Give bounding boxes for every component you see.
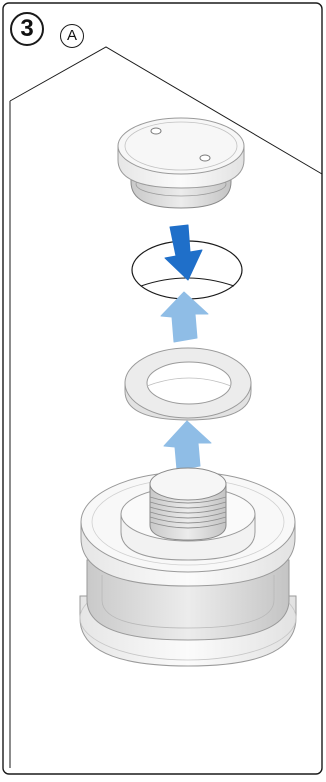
thread-lines [149, 496, 227, 529]
cap-part [117, 117, 245, 209]
cap-hole-2 [199, 154, 211, 162]
base-part [79, 467, 297, 667]
lift-arrow-up-upper [160, 291, 209, 343]
lift-arrow-up-lower [163, 420, 212, 471]
perspective-line-top [9, 46, 323, 175]
panel-frame [2, 2, 323, 775]
insert-arrow-down [164, 224, 203, 281]
ring-part [124, 347, 252, 421]
cap-hole-1 [150, 127, 162, 135]
step-number-badge: 3 [10, 12, 44, 46]
step-sub-label-badge: A [60, 24, 84, 48]
